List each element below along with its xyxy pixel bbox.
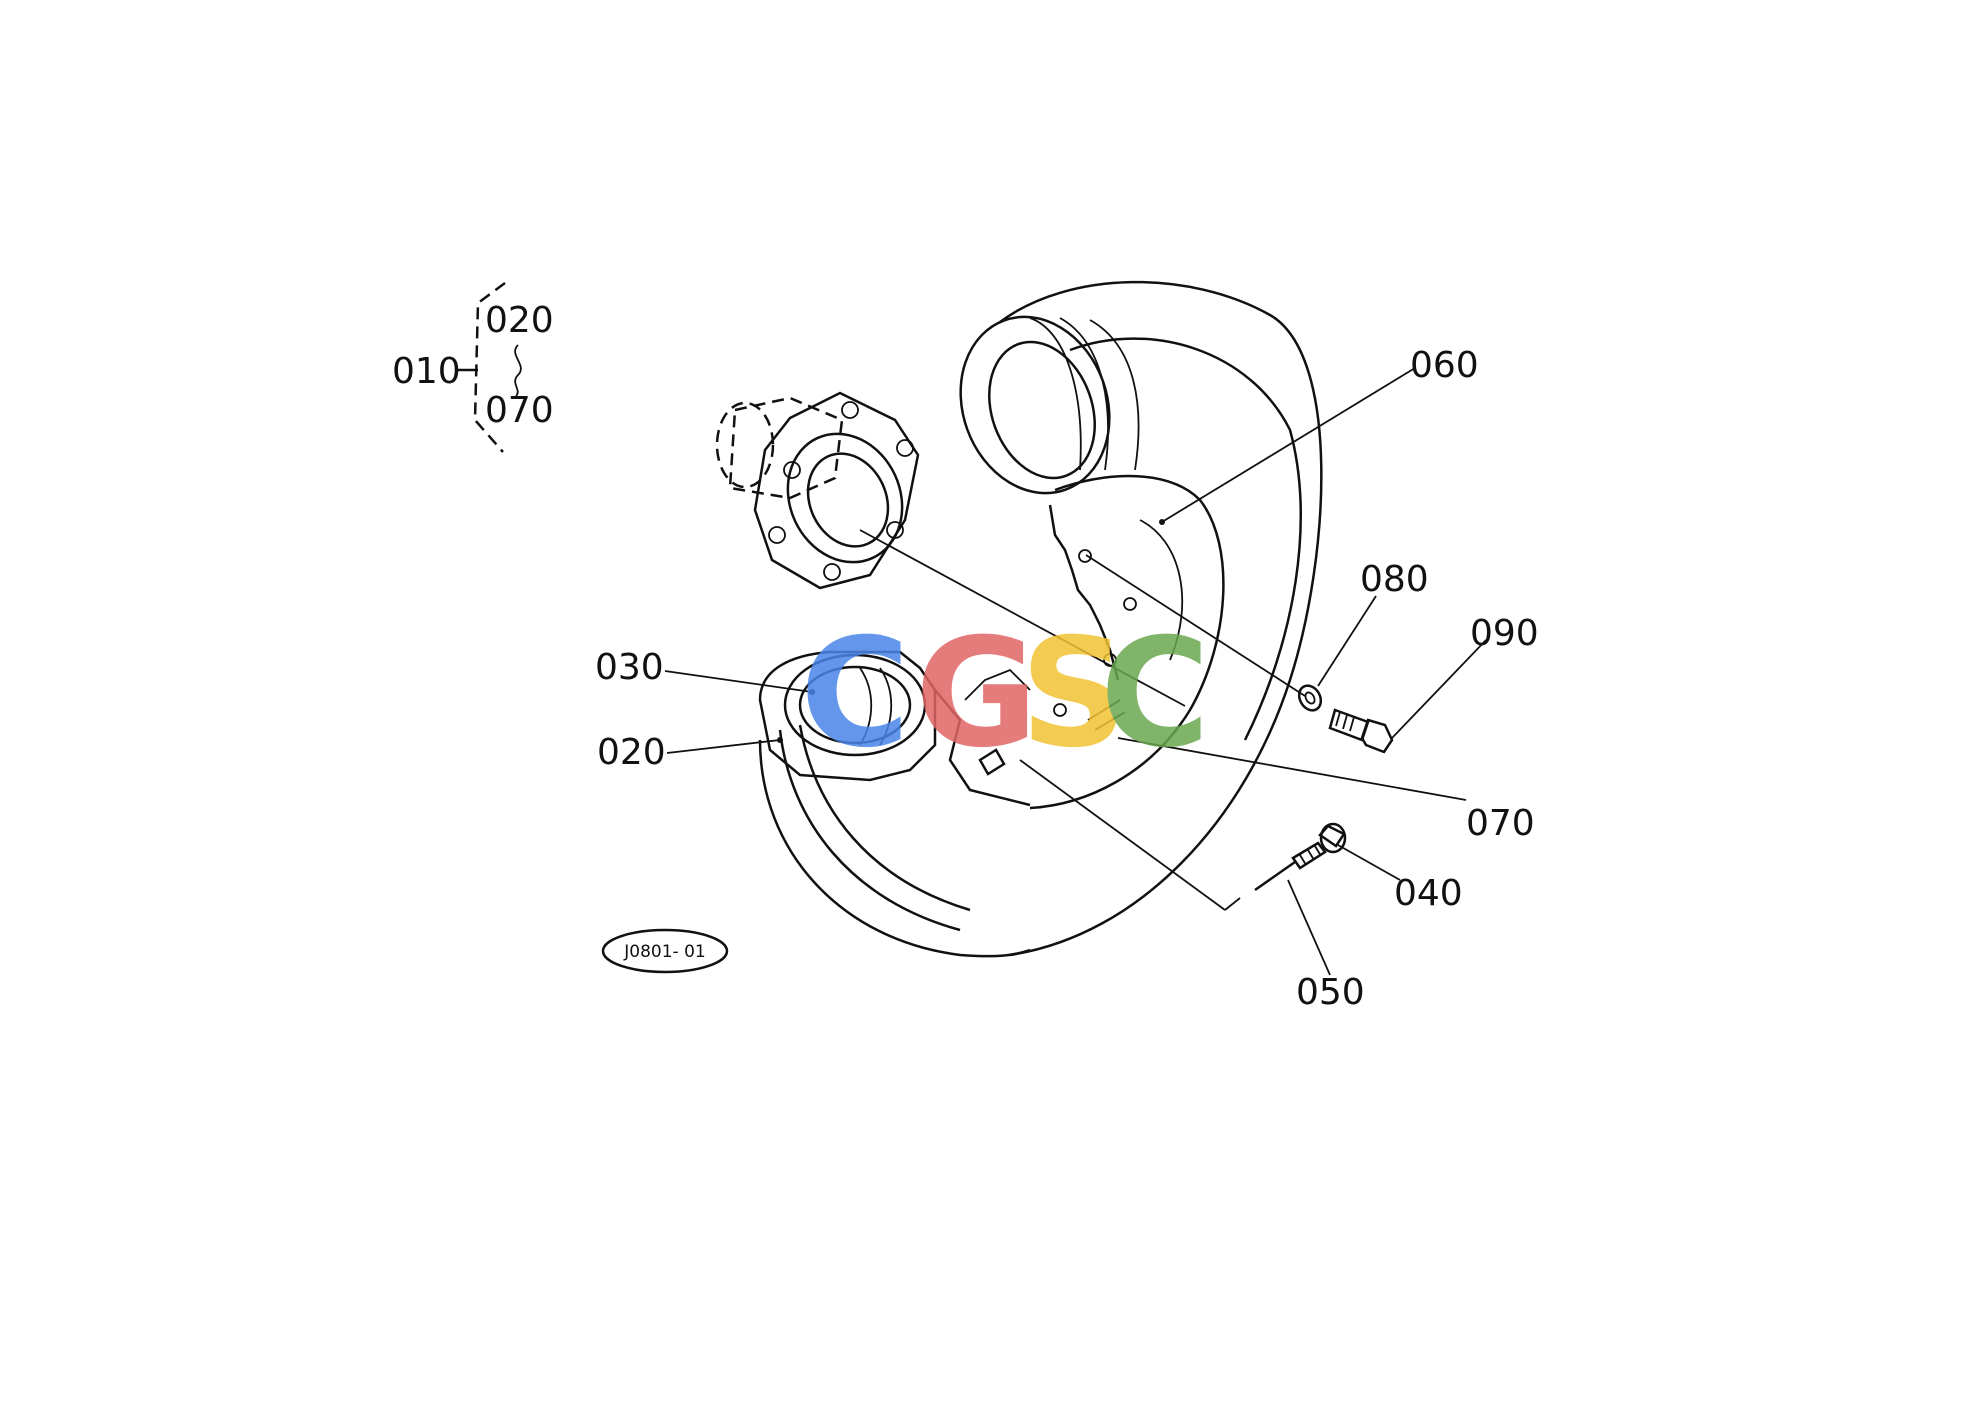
watermark-letter-1: C <box>800 607 910 781</box>
valve-cap-040 <box>1318 822 1347 854</box>
callout-060: 060 <box>1410 345 1479 386</box>
watermark-letter-2: G <box>915 607 1038 781</box>
drawing-code: J0801- 01 <box>623 942 705 962</box>
callout-020: 020 <box>597 732 666 773</box>
washer-080 <box>1297 684 1323 712</box>
callout-070: 070 <box>1466 803 1535 844</box>
assembly-bracket <box>458 281 522 453</box>
leader-lines <box>664 367 1487 976</box>
wheel-hub <box>715 391 920 590</box>
callout-050: 050 <box>1296 972 1365 1013</box>
callout-030: 030 <box>595 647 664 688</box>
callout-020-top: 020 <box>485 300 554 341</box>
callout-labels: 010 020 070 060 080 090 030 020 070 040 … <box>392 300 1539 1013</box>
callout-010: 010 <box>392 351 461 392</box>
bolt-090 <box>1328 708 1394 754</box>
watermark-letter-4: C <box>1100 607 1210 781</box>
tire-half-020 <box>758 650 1031 958</box>
callout-090: 090 <box>1470 613 1539 654</box>
drawing-code-badge: J0801- 01 <box>601 928 729 974</box>
watermark-letter-3: S <box>1020 607 1128 781</box>
valve-stem-050 <box>1254 841 1327 892</box>
callout-080: 080 <box>1360 559 1429 600</box>
wheel-stud <box>978 699 1126 776</box>
tire-half-060 <box>959 280 1323 957</box>
cgsc-watermark: C G S C <box>800 607 1210 781</box>
callout-040: 040 <box>1394 873 1463 914</box>
callout-070-top: 070 <box>485 390 554 431</box>
